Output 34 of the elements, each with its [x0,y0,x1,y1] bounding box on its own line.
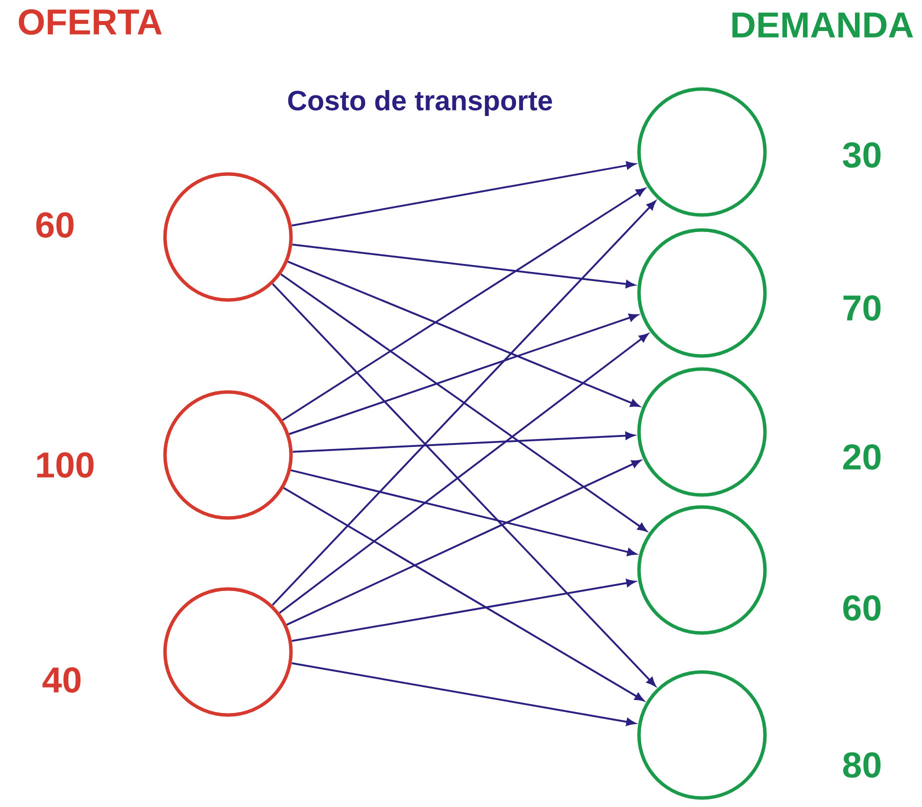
demand-node [637,505,767,635]
arrow [286,460,641,626]
edge-caption: Costo de transporte [288,90,552,116]
supply-node [163,587,293,717]
quantity-label: 60 [843,595,881,621]
quantity-label: 70 [844,295,881,321]
arrow [292,662,636,726]
quantity-label: 80 [843,752,881,778]
demand-node [637,87,767,217]
column-heading: OFERTA [18,9,162,35]
arrow [288,260,640,407]
arrow [290,469,636,556]
arrow [292,579,636,642]
demand-node [637,670,767,800]
quantity-label: 40 [42,667,81,693]
quantity-label: 20 [843,444,881,470]
arrow [283,487,644,702]
arrow [292,244,635,288]
arrow [292,161,636,226]
quantity-label: 30 [842,142,881,168]
arrow [279,333,648,614]
supply-node [163,172,293,302]
supply-node [163,390,293,520]
arrow [282,188,646,421]
quantity-label: 60 [36,212,74,238]
arrow [280,273,647,532]
arrow [292,432,635,453]
arrow [288,314,638,435]
demand-node [637,367,767,497]
arrow [272,283,656,686]
arrow [272,200,656,606]
demand-node [637,228,767,358]
quantity-label: 100 [37,452,94,478]
column-heading: DEMANDA [732,12,914,38]
